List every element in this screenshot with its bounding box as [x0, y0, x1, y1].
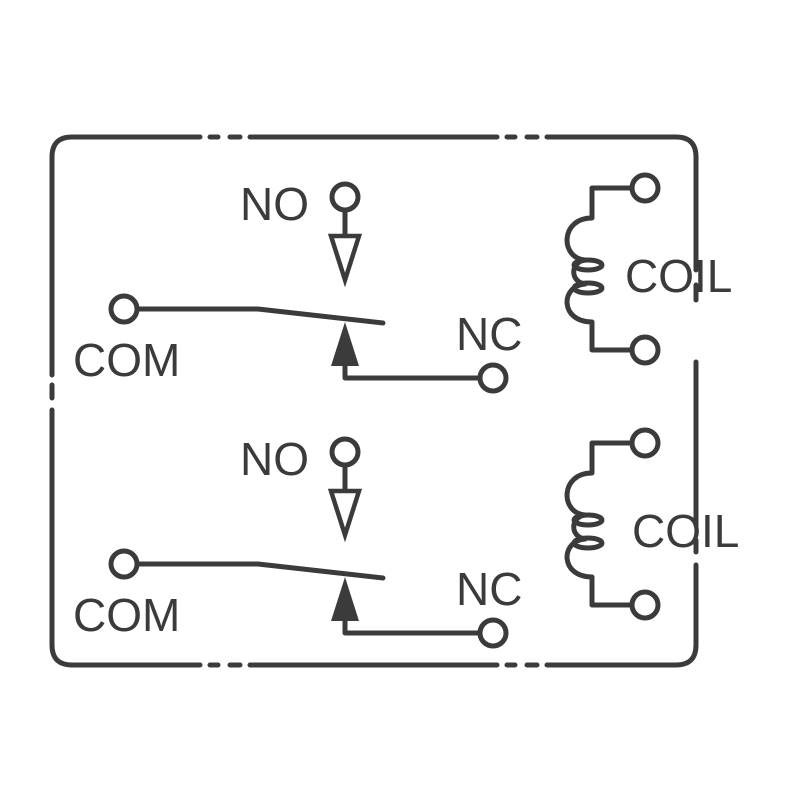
- relay-1: NO COM NC COIL: [73, 172, 732, 394]
- relay-2: NO COM NC COIL: [73, 427, 739, 649]
- no-terminal: [329, 181, 361, 213]
- com-label: COM: [73, 334, 180, 386]
- no-terminal: [329, 436, 361, 468]
- no-label: NO: [240, 433, 309, 485]
- coil: COIL: [564, 427, 739, 621]
- com-terminal: [108, 293, 140, 325]
- coil-terminal-top: [629, 427, 661, 459]
- coil-terminal-top: [629, 172, 661, 204]
- com-label: COM: [73, 589, 180, 641]
- no-label: NO: [240, 178, 309, 230]
- nc-arrow-icon: [331, 577, 359, 621]
- coil-terminal-bottom: [629, 334, 661, 366]
- com-terminal: [108, 548, 140, 580]
- no-arrow-icon: [327, 233, 363, 288]
- coil-label: COIL: [625, 250, 732, 302]
- nc-label: NC: [456, 563, 522, 615]
- switch-contacts: NO COM NC: [73, 433, 522, 649]
- enclosure-outline: [49, 134, 699, 668]
- nc-arrow-icon: [331, 322, 359, 366]
- nc-label: NC: [456, 308, 522, 360]
- coil-terminal-bottom: [629, 589, 661, 621]
- no-arrow-icon: [327, 488, 363, 543]
- coil-label: COIL: [632, 505, 739, 557]
- nc-terminal: [477, 617, 509, 649]
- coil: COIL: [564, 172, 732, 366]
- switch-contacts: NO COM NC: [73, 178, 522, 394]
- nc-terminal: [477, 362, 509, 394]
